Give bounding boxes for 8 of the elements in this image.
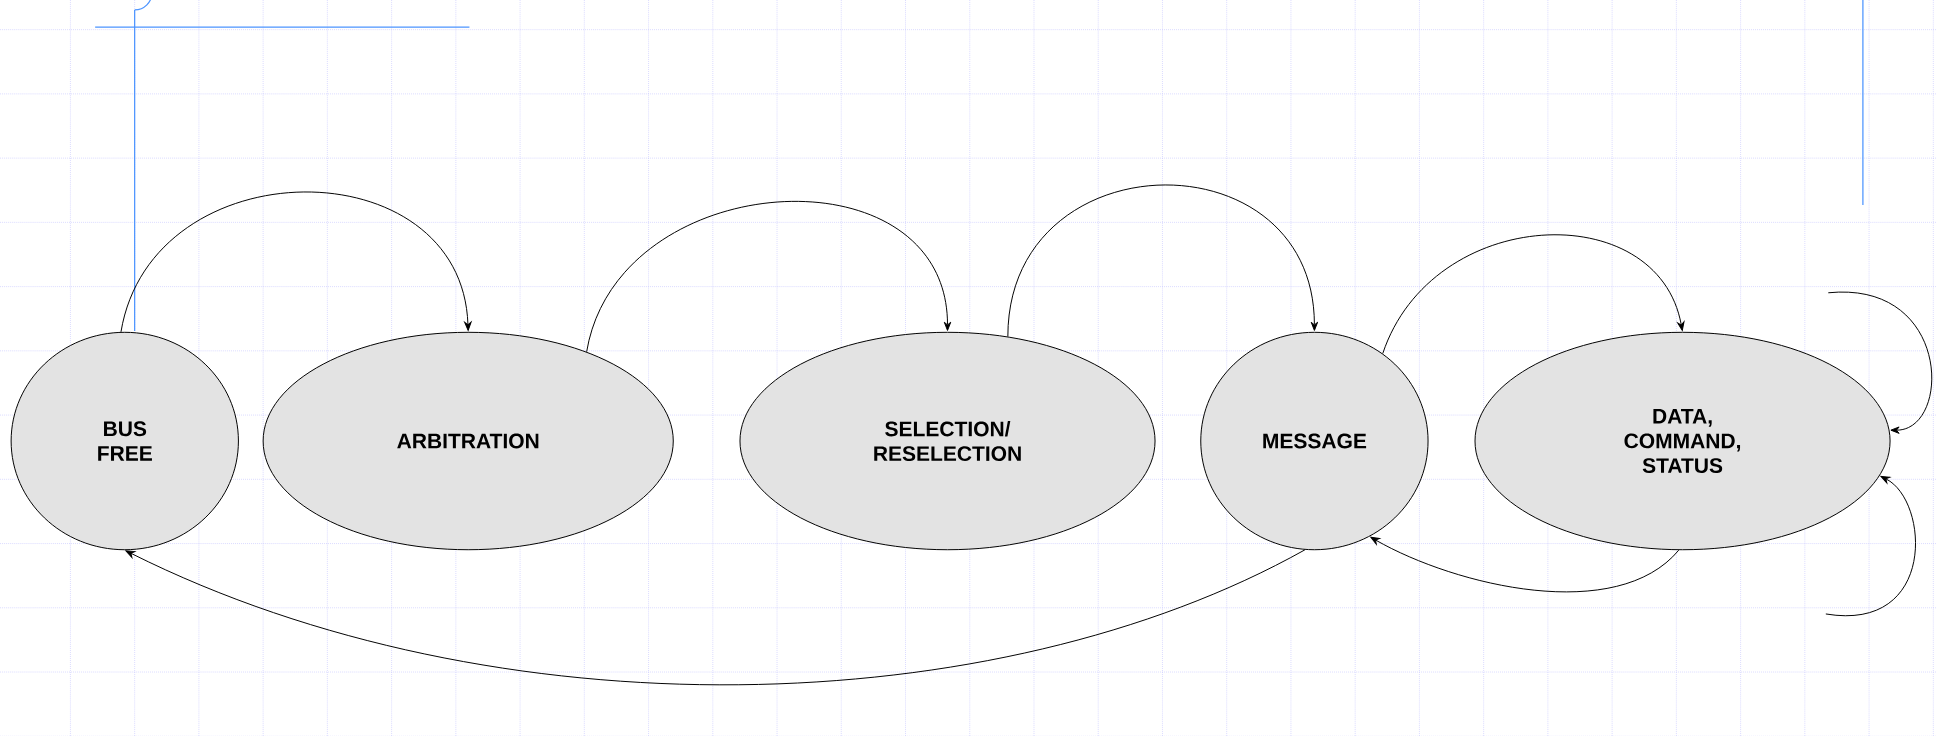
arrow bbox=[120, 191, 472, 333]
arrow bbox=[1825, 475, 1916, 616]
arrow bbox=[125, 549, 1306, 686]
arrow bbox=[586, 201, 952, 353]
arrow bbox=[1382, 234, 1685, 354]
arrow bbox=[1007, 184, 1319, 337]
arrow bbox=[1827, 292, 1933, 434]
arrow bbox=[1370, 536, 1680, 593]
